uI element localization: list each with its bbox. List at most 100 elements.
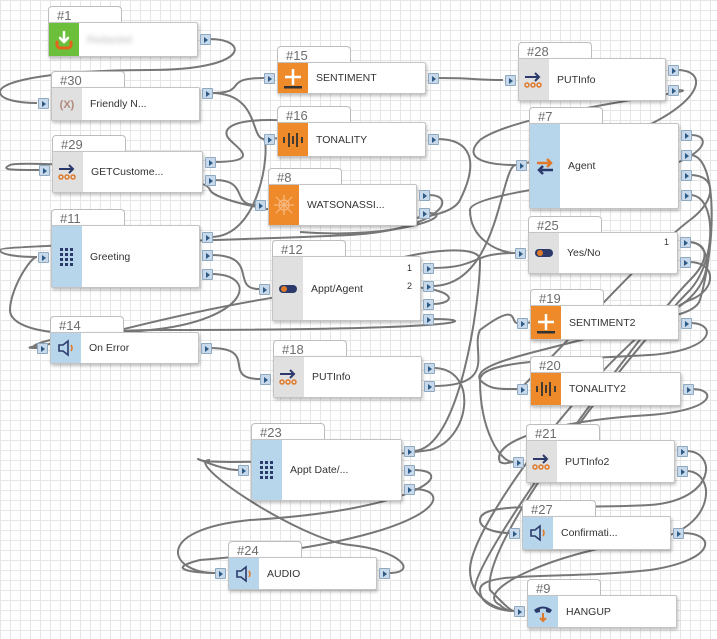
connection-wire[interactable] (210, 254, 260, 290)
node-body[interactable]: SENTIMENT2 (530, 305, 679, 340)
output-port[interactable] (205, 157, 216, 168)
flow-node-30[interactable]: #30(X)Friendly N... (38, 71, 213, 121)
input-port[interactable] (509, 528, 520, 539)
input-port[interactable] (38, 98, 49, 109)
output-port[interactable] (419, 208, 430, 219)
output-port[interactable] (681, 170, 692, 181)
node-body[interactable]: AUDIO (228, 557, 377, 590)
output-port[interactable] (677, 446, 688, 457)
connection-wire[interactable] (431, 252, 515, 269)
node-body[interactable]: PUTInfo (273, 356, 422, 398)
output-port[interactable] (673, 528, 684, 539)
node-body[interactable]: Confirmati... (522, 516, 671, 550)
node-body[interactable]: TONALITY (277, 122, 426, 157)
output-port[interactable] (681, 318, 692, 329)
output-port[interactable] (404, 465, 415, 476)
input-port[interactable] (238, 465, 249, 476)
node-body[interactable]: WATSONASSI... (268, 184, 417, 226)
output-port[interactable] (681, 150, 692, 161)
output-port[interactable] (423, 299, 434, 310)
input-port[interactable] (513, 457, 524, 468)
node-body[interactable]: Redacted (48, 22, 198, 57)
connection-wire[interactable] (213, 179, 257, 206)
input-port[interactable] (515, 248, 526, 259)
input-port[interactable] (259, 284, 270, 295)
output-port[interactable] (202, 88, 213, 99)
node-body[interactable]: PUTInfo (518, 58, 666, 101)
output-port[interactable] (424, 381, 435, 392)
output-port[interactable] (683, 384, 694, 395)
connection-wire[interactable] (210, 138, 267, 238)
output-port[interactable] (202, 250, 213, 261)
input-port[interactable] (517, 384, 528, 395)
output-port[interactable] (205, 175, 216, 186)
output-port[interactable] (202, 232, 213, 243)
output-port[interactable] (668, 65, 679, 76)
input-port[interactable] (37, 343, 48, 354)
node-body[interactable]: On Error (50, 332, 199, 364)
output-port[interactable] (424, 363, 435, 374)
node-body[interactable]: (X)Friendly N... (51, 87, 200, 121)
node-body[interactable]: HANGUP (527, 595, 677, 628)
output-port[interactable] (423, 263, 434, 274)
output-port[interactable] (201, 343, 212, 354)
node-body[interactable]: SENTIMENT (277, 62, 426, 94)
input-port[interactable] (264, 134, 275, 145)
connection-wire[interactable] (210, 77, 265, 94)
input-port[interactable] (215, 568, 226, 579)
connection-wire[interactable] (436, 77, 504, 81)
output-port[interactable] (680, 237, 691, 248)
input-port[interactable] (264, 73, 275, 84)
output-port[interactable] (677, 466, 688, 477)
connection-wire[interactable] (431, 164, 517, 287)
input-port[interactable] (514, 606, 525, 617)
input-port[interactable] (517, 318, 528, 329)
node-body[interactable]: GETCustome... (52, 151, 203, 193)
input-port[interactable] (516, 160, 527, 171)
output-port[interactable] (428, 134, 439, 145)
output-port[interactable] (681, 130, 692, 141)
output-port[interactable] (423, 281, 434, 292)
output-port[interactable] (200, 34, 211, 45)
output-port[interactable] (681, 190, 692, 201)
output-port[interactable] (404, 446, 415, 457)
connection-wire[interactable] (432, 313, 518, 387)
input-port[interactable] (38, 252, 49, 263)
node-body[interactable]: Appt Date/... (251, 439, 402, 501)
input-port[interactable] (255, 200, 266, 211)
output-port[interactable] (379, 568, 390, 579)
output-port[interactable] (428, 73, 439, 84)
node-body[interactable]: Agent (529, 123, 679, 209)
input-port[interactable] (260, 374, 271, 385)
input-port[interactable] (39, 165, 50, 176)
node-body[interactable]: TONALITY2 (530, 372, 681, 406)
connection-wire[interactable] (209, 347, 261, 380)
output-port[interactable] (668, 85, 679, 96)
input-port[interactable] (505, 75, 516, 86)
output-port[interactable] (423, 314, 434, 325)
output-port[interactable] (202, 269, 213, 280)
connection-wire[interactable] (210, 92, 265, 140)
output-port[interactable] (680, 257, 691, 268)
output-port[interactable] (404, 484, 415, 495)
node-body[interactable]: Greeting (51, 225, 200, 288)
node-body[interactable]: PUTInfo2 (526, 440, 675, 483)
